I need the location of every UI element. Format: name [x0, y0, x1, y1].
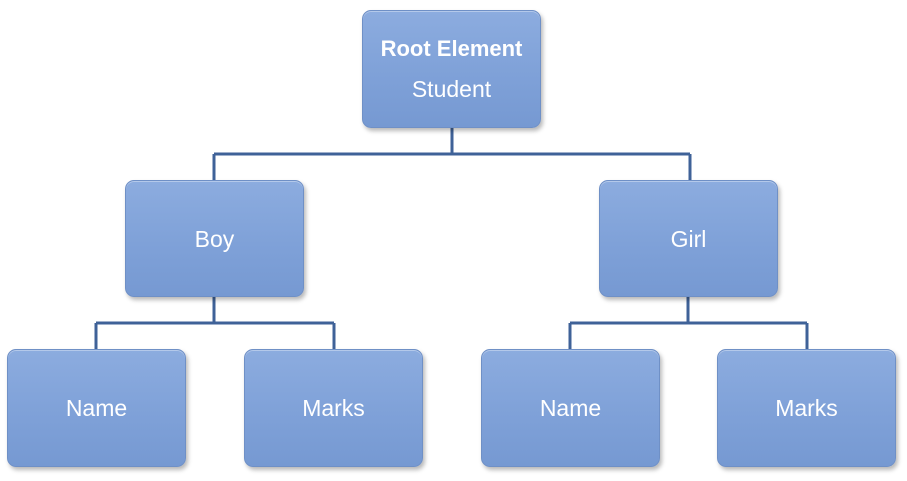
node-boy-label: Boy	[194, 225, 235, 252]
root-element-label: Student	[411, 76, 492, 102]
node-girl-name-label: Name	[539, 395, 602, 421]
node-girl: Girl	[599, 180, 778, 297]
root-node-student: Root Element Student	[362, 10, 541, 128]
node-boy-marks: Marks	[244, 349, 423, 467]
node-boy-marks-label: Marks	[302, 395, 365, 421]
node-girl-marks-label: Marks	[775, 395, 838, 421]
node-boy-name: Name	[7, 349, 186, 467]
girl-to-children-connector	[568, 297, 809, 349]
node-girl-label: Girl	[670, 225, 707, 252]
node-boy-name-label: Name	[65, 395, 128, 421]
node-girl-name: Name	[481, 349, 660, 467]
root-to-level1-connector	[212, 128, 692, 180]
root-element-title: Root Element	[380, 36, 523, 61]
node-boy: Boy	[125, 180, 304, 297]
boy-to-children-connector	[94, 297, 336, 349]
node-girl-marks: Marks	[717, 349, 896, 467]
